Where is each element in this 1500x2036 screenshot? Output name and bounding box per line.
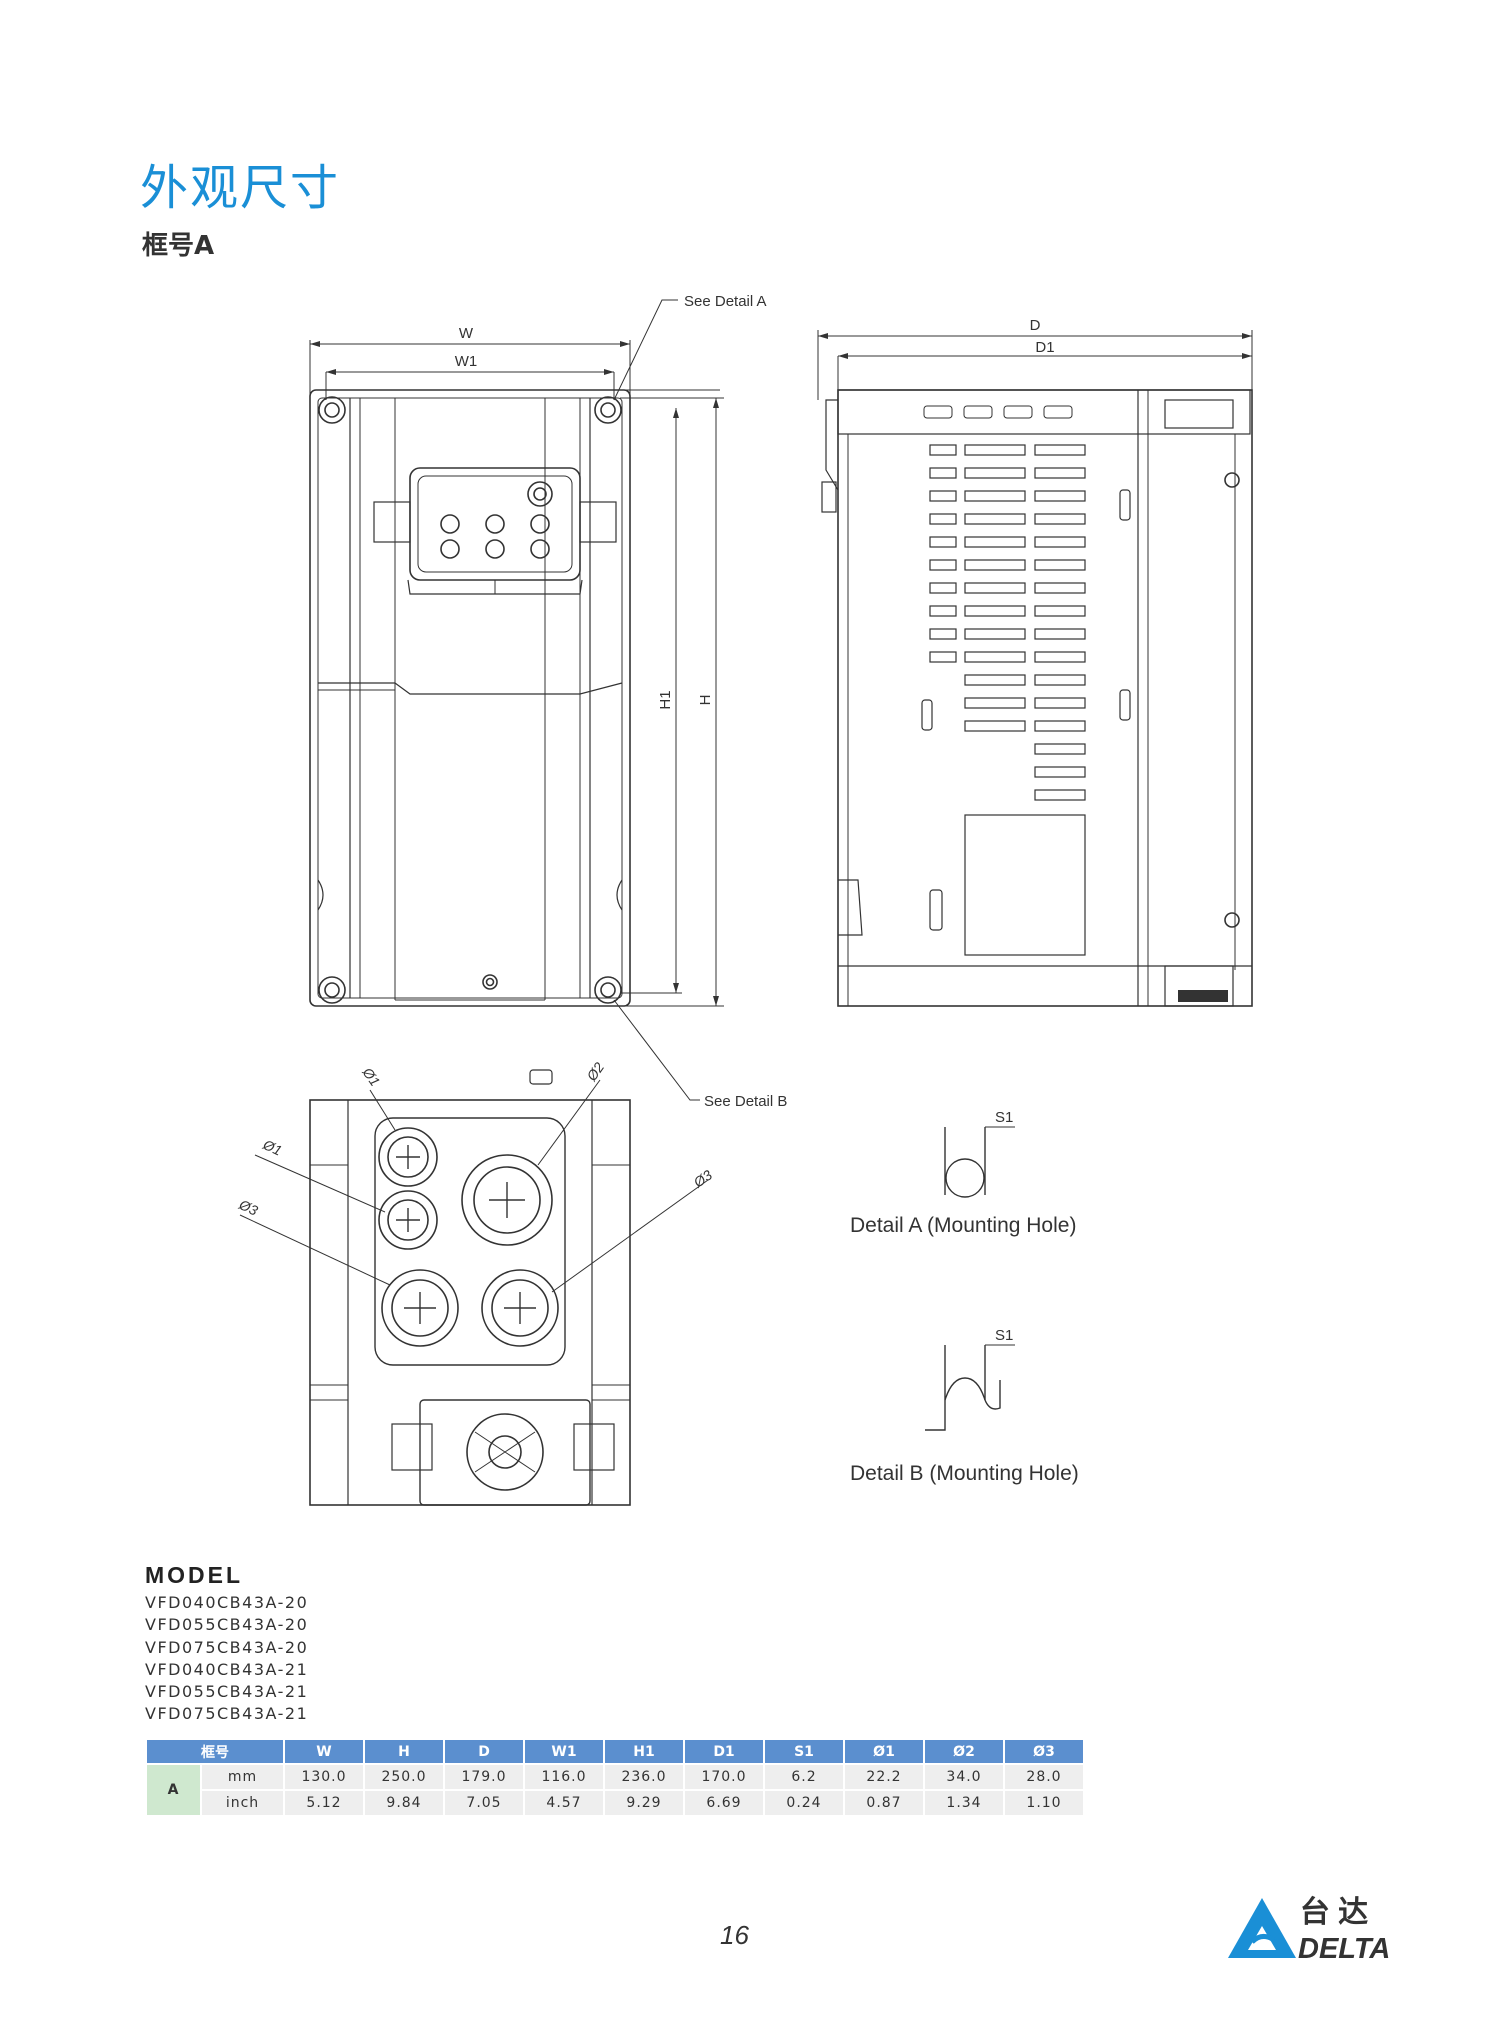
table-cell: 6.2 [765, 1765, 843, 1789]
page-number: 16 [720, 1920, 749, 1950]
front-view: W W1 [309, 293, 787, 1110]
table-header-row: 框号 W H D W1 H1 D1 S1 Ø1 Ø2 Ø3 [147, 1740, 1083, 1763]
unit-cell: inch [202, 1791, 283, 1815]
side-view: D D1 [817, 317, 1253, 1007]
model-item: VFD075CB43A-21 [145, 1704, 309, 1724]
label-d1: D1 [1035, 339, 1054, 356]
model-item: VFD055CB43A-21 [145, 1682, 309, 1702]
label-h1: H1 [657, 690, 674, 709]
label-see-detail-b: See Detail B [704, 1093, 787, 1110]
label-s1-b: S1 [995, 1327, 1013, 1344]
label-h: H [697, 695, 714, 706]
column-header: 框号 [147, 1740, 283, 1763]
table-cell: 250.0 [365, 1765, 443, 1789]
label-s1-a: S1 [995, 1109, 1013, 1126]
frame-cell: A [147, 1765, 200, 1815]
table-cell: 1.34 [925, 1791, 1003, 1815]
table-cell: 6.69 [685, 1791, 763, 1815]
delta-logo: 台 达 DELTA [1222, 1882, 1422, 1965]
page-title: 外观尺寸 [140, 160, 341, 216]
label-phi1-left: Ø1 [260, 1136, 285, 1159]
table-cell: 22.2 [845, 1765, 923, 1789]
table-cell: 28.0 [1005, 1765, 1083, 1789]
detail-b: S1 Detail B (Mounting Hole) [850, 1327, 1079, 1485]
column-header: D1 [685, 1740, 763, 1763]
dimension-table: 框号 W H D W1 H1 D1 S1 Ø1 Ø2 Ø3 A mm 130.0… [145, 1738, 1085, 1817]
model-item: VFD040CB43A-20 [145, 1593, 309, 1612]
table-cell: 7.05 [445, 1791, 523, 1815]
table-cell: 5.12 [285, 1791, 363, 1815]
label-phi3-left: Ø3 [236, 1196, 261, 1219]
column-header: Ø1 [845, 1740, 923, 1763]
column-header: Ø2 [925, 1740, 1003, 1763]
model-heading: MODEL [145, 1562, 244, 1588]
label-w1: W1 [455, 353, 478, 370]
detail-a: S1 Detail A (Mounting Hole) [850, 1109, 1076, 1237]
label-phi2-top: Ø2 [583, 1059, 608, 1084]
detail-a-caption: Detail A (Mounting Hole) [850, 1214, 1076, 1237]
column-header: W [285, 1740, 363, 1763]
table-cell: 34.0 [925, 1765, 1003, 1789]
column-header: H [365, 1740, 443, 1763]
table-row: A mm 130.0 250.0 179.0 116.0 236.0 170.0… [147, 1765, 1083, 1815]
table-row: inch 5.12 9.84 7.05 4.57 9.29 6.69 0.24 … [147, 1791, 1083, 1815]
table-cell: 0.87 [845, 1791, 923, 1815]
model-item: VFD040CB43A-21 [145, 1659, 309, 1679]
detail-b-caption: Detail B (Mounting Hole) [850, 1462, 1079, 1485]
model-item: VFD055CB43A-20 [145, 1615, 309, 1635]
label-d: D [1030, 317, 1041, 334]
column-header: H1 [605, 1740, 683, 1763]
table-cell: 1.10 [1005, 1791, 1083, 1815]
column-header: S1 [765, 1740, 843, 1763]
table-cell: 9.29 [605, 1791, 683, 1815]
table-cell: 9.84 [365, 1791, 443, 1815]
column-header: D [445, 1740, 523, 1763]
table-cell: 4.57 [525, 1791, 603, 1815]
frame-subtitle: 框号A [142, 231, 215, 261]
table-cell: 116.0 [525, 1765, 603, 1789]
logo-cn-text: 台 达 [1300, 1895, 1368, 1929]
delta-triangle-icon: 台 达 DELTA [1228, 1895, 1390, 1965]
unit-cell: mm [202, 1765, 283, 1789]
label-w: W [459, 325, 474, 342]
label-see-detail-a: See Detail A [684, 293, 767, 310]
label-phi3-right: Ø3 [690, 1167, 715, 1192]
bottom-view: Ø1 Ø3 Ø1 Ø2 Ø3 [236, 1059, 715, 1506]
model-item: VFD075CB43A-20 [145, 1637, 309, 1657]
column-header: W1 [525, 1740, 603, 1763]
table-cell: 130.0 [285, 1765, 363, 1789]
table-cell: 179.0 [445, 1765, 523, 1789]
table-cell: 170.0 [685, 1765, 763, 1789]
logo-en-text: DELTA [1298, 1933, 1390, 1962]
model-list: VFD040CB43A-20 VFD055CB43A-20 VFD075CB43… [145, 1592, 308, 1726]
column-header: Ø3 [1005, 1740, 1083, 1763]
label-phi1-top: Ø1 [359, 1064, 383, 1089]
table-cell: 236.0 [605, 1765, 683, 1789]
table-cell: 0.24 [765, 1791, 843, 1815]
